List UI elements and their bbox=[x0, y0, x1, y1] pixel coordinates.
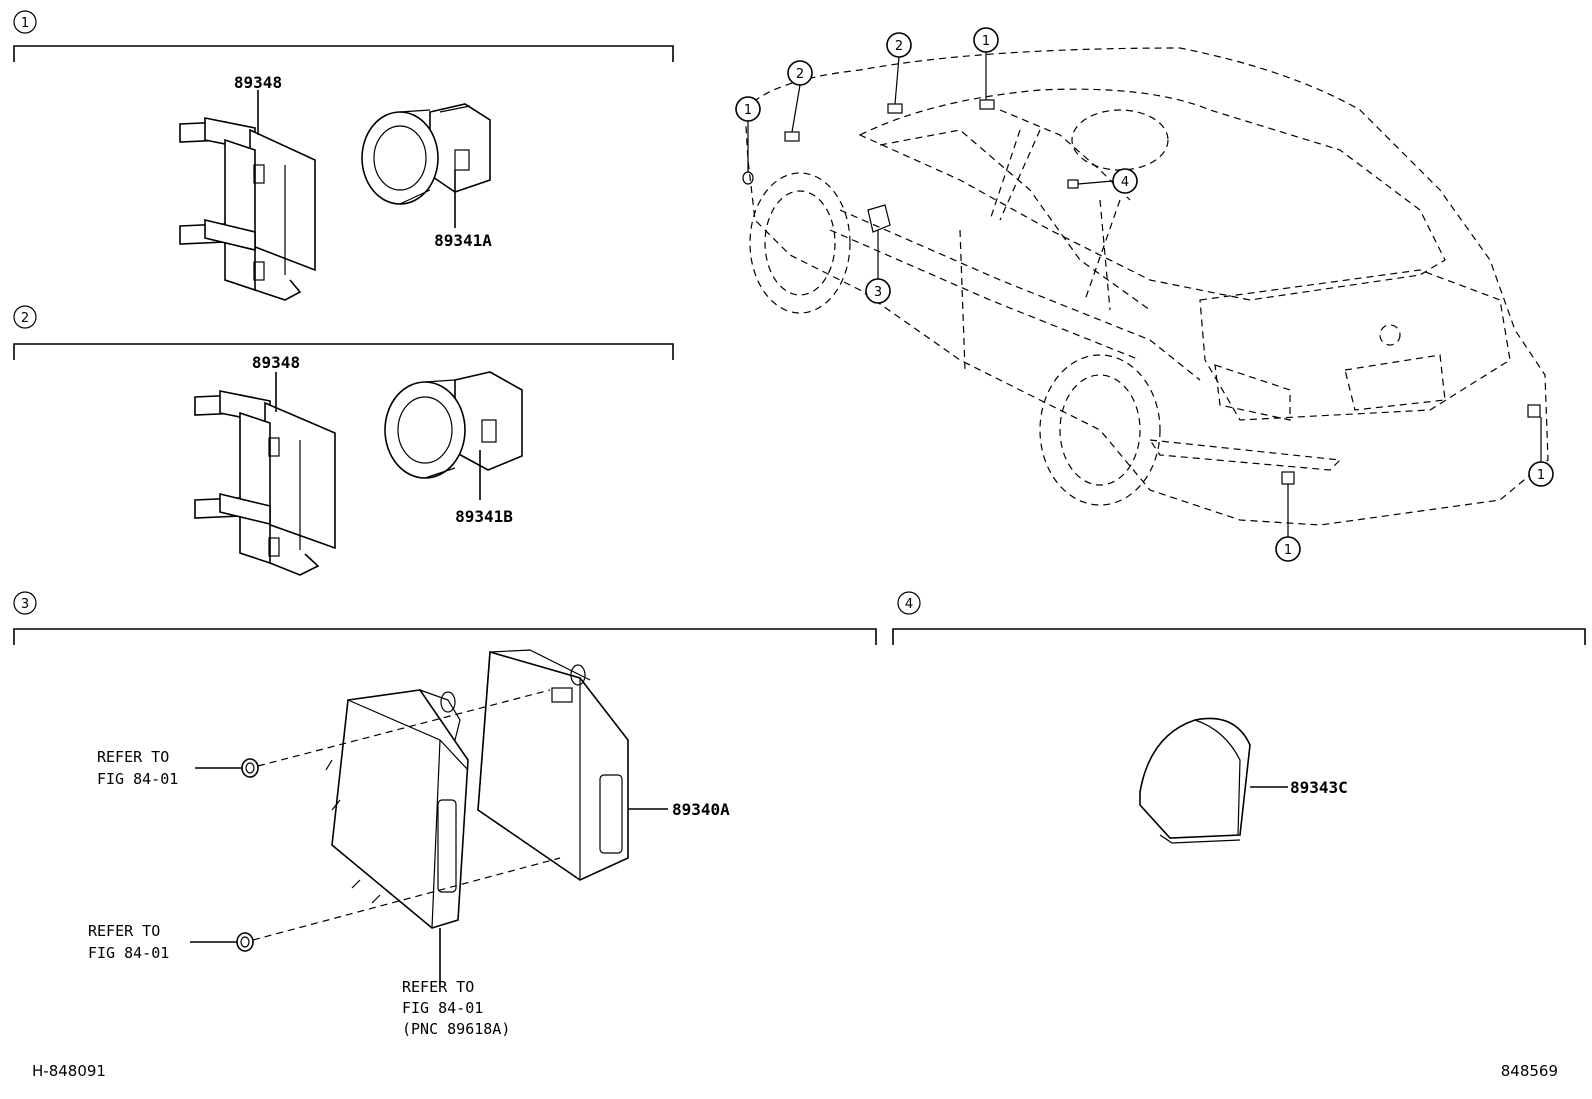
car-callout-1b: 1 bbox=[973, 27, 999, 100]
svg-text:2: 2 bbox=[895, 39, 903, 54]
rear-wheel bbox=[1039, 354, 1161, 506]
vehicle-overview: 1 2 2 1 4 3 1 bbox=[735, 27, 1554, 562]
front-wheel bbox=[749, 172, 851, 314]
section-1-marker bbox=[13, 10, 37, 34]
front-wheel-inner bbox=[764, 190, 836, 296]
section-4-number: 4 bbox=[905, 597, 913, 612]
section-2: 2 89348 89341B bbox=[13, 305, 674, 576]
car-body-outline bbox=[744, 47, 1549, 526]
svg-text:1: 1 bbox=[982, 34, 990, 49]
car-sensor-icon bbox=[1281, 471, 1295, 485]
trunk bbox=[1199, 269, 1511, 421]
bolt-top-icon bbox=[241, 758, 259, 778]
part-89341b: 89341B bbox=[455, 507, 513, 526]
section-1-bracket bbox=[13, 45, 674, 62]
license-plate bbox=[1344, 354, 1446, 411]
dash-top bbox=[257, 689, 551, 767]
ref-ecu-line3: (PNC 89618A) bbox=[402, 1020, 510, 1038]
clip-bracket-icon bbox=[194, 390, 336, 576]
part-89343c: 89343C bbox=[1290, 778, 1348, 797]
svg-text:2: 2 bbox=[796, 67, 804, 82]
sensor-a-icon bbox=[361, 103, 491, 205]
car-sensor-icon bbox=[887, 103, 903, 114]
section-4-bracket bbox=[892, 628, 1586, 645]
section-4: 4 89343C bbox=[892, 591, 1586, 844]
car-ecu-icon bbox=[867, 204, 891, 233]
svg-text:4: 4 bbox=[1121, 175, 1129, 190]
section-3-number: 3 bbox=[21, 597, 29, 612]
car-dash-line bbox=[999, 109, 1131, 201]
ref-bottom-line2: FIG 84-01 bbox=[88, 944, 169, 962]
car-callout-1a: 1 bbox=[735, 96, 761, 172]
section-2-marker bbox=[13, 305, 37, 329]
car-callout-2a: 2 bbox=[787, 60, 813, 133]
section-2-number: 2 bbox=[21, 311, 29, 326]
car-door-split bbox=[959, 229, 966, 371]
section-3-marker bbox=[13, 591, 37, 615]
left-tail-lamp bbox=[1214, 364, 1291, 421]
car-interior bbox=[989, 129, 1121, 311]
steering-wheel bbox=[1071, 109, 1169, 171]
section-3-bracket bbox=[13, 628, 877, 645]
car-callout-4: 4 bbox=[1077, 168, 1138, 194]
ref-top-line2: FIG 84-01 bbox=[97, 770, 178, 788]
car-callout-3: 3 bbox=[865, 230, 891, 304]
ref-ecu-line1: REFER TO bbox=[402, 978, 474, 996]
car-sensor-icon bbox=[784, 131, 800, 142]
svg-text:3: 3 bbox=[874, 285, 882, 300]
footer-left-code: H-848091 bbox=[32, 1062, 106, 1080]
ref-ecu-line2: FIG 84-01 bbox=[402, 999, 483, 1017]
footer-right-code: 848569 bbox=[1501, 1062, 1558, 1080]
rear-wheel-inner bbox=[1059, 374, 1141, 486]
car-door-line bbox=[839, 209, 1201, 381]
part-89341a: 89341A bbox=[434, 231, 492, 250]
car-callout-1c: 1 bbox=[1528, 417, 1554, 487]
car-callout-1d: 1 bbox=[1275, 484, 1301, 562]
section-1: 1 89348 89341A bbox=[13, 10, 674, 301]
ecu-front-icon bbox=[325, 689, 469, 929]
part-89340a: 89340A bbox=[672, 800, 730, 819]
reflector bbox=[1148, 439, 1342, 471]
section-4-marker bbox=[897, 591, 921, 615]
section-1-number: 1 bbox=[21, 16, 29, 31]
section-3: 3 bbox=[13, 591, 877, 1038]
svg-text:1: 1 bbox=[744, 103, 752, 118]
car-sensor-icon bbox=[979, 99, 995, 110]
bolt-bottom-icon bbox=[236, 932, 254, 952]
ref-top-line1: REFER TO bbox=[97, 748, 169, 766]
car-door-line-2 bbox=[829, 229, 1141, 361]
emblem bbox=[1379, 324, 1401, 346]
dash-bottom bbox=[252, 857, 561, 941]
svg-text:1: 1 bbox=[1537, 468, 1545, 483]
car-buzzer-icon bbox=[1067, 179, 1079, 189]
sensor-b-icon bbox=[384, 371, 523, 479]
svg-text:1: 1 bbox=[1284, 543, 1292, 558]
car-sensor-icon bbox=[1527, 404, 1541, 418]
part-89348-1: 89348 bbox=[234, 73, 282, 92]
ecu-rear-icon bbox=[477, 649, 629, 881]
part-89348-2: 89348 bbox=[252, 353, 300, 372]
car-callout-2b: 2 bbox=[886, 32, 912, 105]
clip-bracket-icon bbox=[179, 117, 316, 301]
car-sensor-icon bbox=[742, 171, 754, 185]
car-pillar bbox=[879, 129, 1151, 311]
section-2-bracket bbox=[13, 343, 674, 360]
ref-bottom-line1: REFER TO bbox=[88, 922, 160, 940]
buzzer-icon bbox=[1139, 717, 1251, 844]
car-roof bbox=[858, 88, 1446, 301]
